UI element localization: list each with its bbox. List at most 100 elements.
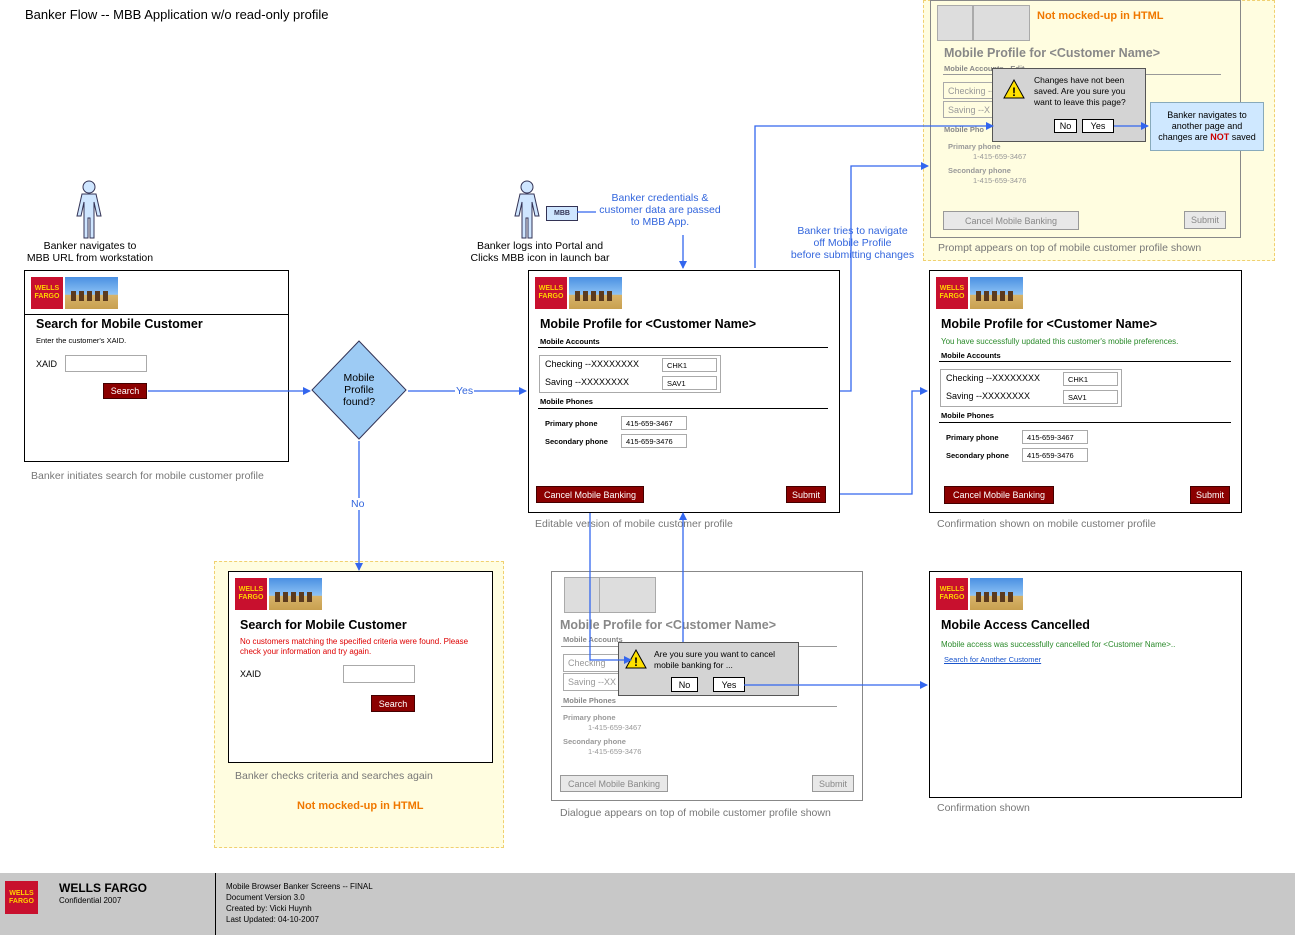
cancel-mobile-banking-button: Cancel Mobile Banking — [943, 211, 1079, 230]
wells-fargo-logo: WELLS FARGO — [535, 277, 567, 309]
warning-icon: ! — [1003, 79, 1025, 99]
search-button[interactable]: Search — [371, 695, 415, 712]
banker2-caption: Banker logs into Portal and Clicks MBB i… — [470, 240, 610, 264]
not-saved-note-not: NOT — [1210, 132, 1230, 142]
footer-last-updated: Last Updated: 04-10-2007 — [226, 915, 319, 924]
yes-label: Yes — [455, 385, 475, 397]
footer-logo: WELLS FARGO — [5, 881, 38, 914]
confirm-profile-screen: WELLS FARGO Mobile Profile for <Customer… — [929, 270, 1242, 513]
accounts-rule — [939, 361, 1231, 362]
phones-rule — [561, 706, 837, 707]
logo-placeholder — [937, 5, 973, 41]
arrow-back-to-edit — [754, 122, 994, 268]
phones-section-title: Mobile Phones — [540, 397, 593, 406]
accounts-rule — [538, 347, 828, 348]
primary-phone-label: Primary phone — [545, 419, 598, 428]
wells-fargo-logo: WELLS FARGO — [235, 578, 267, 610]
footer — [0, 873, 1295, 935]
not-mocked-label: Not mocked-up in HTML — [1037, 10, 1164, 22]
page-title: Search for Mobile Customer — [36, 317, 203, 331]
saving-nickname-input[interactable]: SAV1 — [662, 376, 717, 390]
primary-phone-value: 1-415-659-3467 — [973, 152, 1027, 161]
dialog-yes-button[interactable]: Yes — [1082, 119, 1114, 133]
phones-rule — [538, 408, 828, 409]
search-again-screen: WELLS FARGO Search for Mobile Customer N… — [228, 571, 493, 763]
no-label: No — [350, 498, 366, 510]
xaid-input[interactable] — [343, 665, 415, 683]
saving-nickname-input[interactable]: SAV1 — [1063, 390, 1118, 404]
credentials-note: Banker credentials & customer data are p… — [599, 192, 721, 228]
xaid-label: XAID — [36, 359, 58, 369]
page-title: Mobile Profile for <Customer Name> — [944, 46, 1161, 60]
dialog-message: Changes have not been saved. Are you sur… — [1034, 75, 1126, 107]
submit-button[interactable]: Submit — [1190, 486, 1230, 504]
cancel-mobile-banking-button[interactable]: Cancel Mobile Banking — [536, 486, 644, 503]
page-title: Mobile Profile for <Customer Name> — [560, 618, 777, 632]
cancel-mobile-banking-button[interactable]: Cancel Mobile Banking — [944, 486, 1054, 504]
decision-text: Mobile Profile found? — [342, 372, 376, 408]
dialog-no-button[interactable]: No — [671, 677, 698, 692]
not-saved-note-pre: Banker navigates to another page and cha… — [1158, 110, 1247, 142]
wells-fargo-logo: WELLS FARGO — [31, 277, 63, 309]
page-title: Mobile Profile for <Customer Name> — [540, 317, 757, 331]
page-title: Search for Mobile Customer — [240, 618, 407, 632]
search-button[interactable]: Search — [103, 383, 147, 399]
accounts-section-title: Mobile Accounts - Edit — [944, 64, 1025, 73]
confirm-caption: Confirmation shown on mobile customer pr… — [937, 518, 1156, 530]
submit-button: Submit — [1184, 211, 1226, 229]
primary-phone-input[interactable]: 415-659-3467 — [1022, 430, 1088, 444]
saving-account: Saving --XXXXXXXX — [545, 377, 630, 387]
banker1-caption: Banker navigates to MBB URL from worksta… — [26, 240, 154, 264]
banker-figure-2 — [514, 180, 540, 239]
checking-nickname-input[interactable]: CHK1 — [1063, 372, 1118, 386]
success-message: You have successfully updated this custo… — [941, 337, 1179, 346]
accounts-section-title: Mobile Accounts — [540, 337, 600, 346]
primary-phone-value: 1-415-659-3467 — [588, 723, 642, 732]
prompt-caption: Prompt appears on top of mobile customer… — [938, 242, 1202, 254]
dialog-message: Are you sure you want to cancel mobile b… — [654, 649, 775, 670]
cancelled-caption: Confirmation shown — [937, 802, 1030, 814]
checking-nickname-input[interactable]: CHK1 — [662, 358, 717, 372]
primary-phone-label: Primary phone — [948, 142, 1001, 151]
phones-section-title: Mobile Phones — [941, 411, 994, 420]
secondary-phone-value: 1-415-659-3476 — [973, 176, 1027, 185]
saving-account: Saving --XXXXXXXX — [946, 391, 1031, 401]
edit-profile-screen: WELLS FARGO Mobile Profile for <Customer… — [528, 270, 840, 513]
page-title: Mobile Profile for <Customer Name> — [941, 317, 1158, 331]
leave-page-dialog: ! Changes have not been saved. Are you s… — [992, 68, 1146, 142]
accounts-section-title: Mobile Accounts — [941, 351, 1001, 360]
svg-text:!: ! — [634, 655, 638, 669]
arrow-cancel-to-dialog — [589, 513, 632, 664]
banker-figure-1 — [76, 180, 102, 239]
decision-diamond — [311, 340, 407, 440]
page-title: Mobile Access Cancelled — [941, 618, 1090, 632]
footer-separator — [215, 873, 216, 935]
primary-phone-label: Primary phone — [563, 713, 616, 722]
dialog-no-button[interactable]: No — [1054, 119, 1077, 133]
secondary-phone-input[interactable]: 415-659-3476 — [1022, 448, 1088, 462]
search-another-link[interactable]: Search for Another Customer — [944, 655, 1042, 664]
stagecoach-image — [65, 277, 118, 309]
search-caption: Banker initiates search for mobile custo… — [31, 470, 264, 482]
stagecoach-image — [569, 277, 622, 309]
wells-fargo-logo: WELLS FARGO — [936, 578, 968, 610]
checking-account: Checking --XXXXXXXX — [946, 373, 1041, 383]
xaid-input[interactable] — [65, 355, 147, 372]
mbb-icon: MBB — [546, 206, 578, 221]
not-mocked-label: Not mocked-up in HTML — [297, 800, 424, 812]
secondary-phone-input[interactable]: 415-659-3476 — [621, 434, 687, 448]
footer-version: Document Version 3.0 — [226, 893, 305, 902]
footer-confidential: Confidential 2007 — [59, 896, 122, 905]
footer-created-by: Created by: Vicki Huynh — [226, 904, 312, 913]
submit-button: Submit — [812, 775, 854, 792]
header-rule — [25, 314, 288, 315]
dialog-yes-button[interactable]: Yes — [713, 677, 745, 692]
instruction-text: Enter the customer's XAID. — [36, 336, 127, 345]
phones-section-title: Mobile Phones — [563, 696, 616, 705]
cancel-mobile-banking-button: Cancel Mobile Banking — [560, 775, 668, 792]
diagram-title: Banker Flow -- MBB Application w/o read-… — [25, 7, 329, 22]
footer-doc-title: Mobile Browser Banker Screens -- FINAL — [226, 882, 373, 891]
accounts-section-title: Mobile Accounts — [563, 635, 623, 644]
primary-phone-input[interactable]: 415-659-3467 — [621, 416, 687, 430]
submit-button[interactable]: Submit — [786, 486, 826, 503]
